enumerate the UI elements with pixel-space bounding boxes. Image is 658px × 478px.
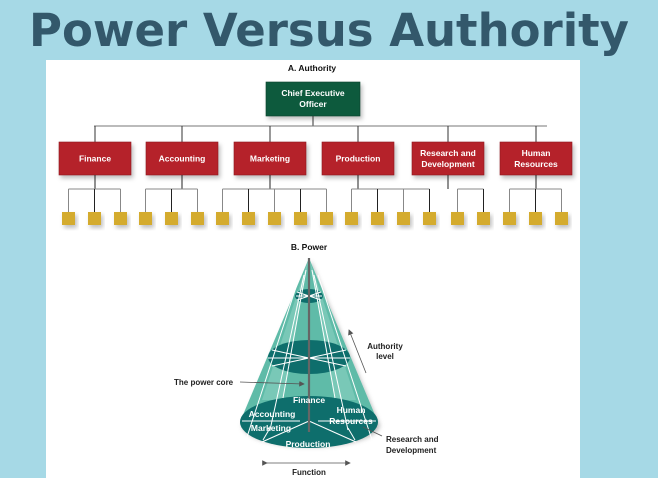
authority-level-arrow bbox=[348, 329, 367, 374]
subordinate-connectors bbox=[509, 175, 562, 212]
employee-square bbox=[345, 212, 358, 225]
cone-label-hr-line1: Human bbox=[337, 405, 366, 415]
employee-square bbox=[88, 212, 101, 225]
department-label-line1: Human bbox=[522, 148, 551, 158]
employee-square bbox=[268, 212, 281, 225]
employee-square bbox=[62, 212, 75, 225]
employee-square bbox=[294, 212, 307, 225]
cone-label-hr-line2: Resources bbox=[329, 416, 373, 426]
employee-square bbox=[477, 212, 490, 225]
employee-square bbox=[242, 212, 255, 225]
ceo-label-line2: Officer bbox=[299, 99, 327, 109]
subordinate-connectors bbox=[68, 175, 121, 212]
slide-title: Power Versus Authority bbox=[29, 4, 629, 57]
subordinate-connectors bbox=[351, 175, 430, 212]
employee-square bbox=[320, 212, 333, 225]
subordinate-connectors bbox=[447, 175, 484, 212]
employee-square bbox=[139, 212, 152, 225]
authority-level-label-line1: Authority bbox=[367, 342, 403, 351]
employee-square bbox=[191, 212, 204, 225]
employee-square bbox=[529, 212, 542, 225]
employee-square bbox=[114, 212, 127, 225]
department-box: Finance bbox=[58, 141, 132, 176]
department-box: Accounting bbox=[145, 141, 219, 176]
employee-square bbox=[371, 212, 384, 225]
department-label-line2: Development bbox=[421, 159, 475, 169]
department-label-line1: Research and bbox=[420, 148, 476, 158]
cone-label-production: Production bbox=[286, 439, 331, 449]
ceo-connectors bbox=[94, 116, 547, 142]
rnd-pointer-line bbox=[362, 426, 383, 437]
power-core-arrow bbox=[239, 381, 305, 387]
cone-label-accounting: Accounting bbox=[249, 409, 296, 419]
power-heading: B. Power bbox=[291, 242, 328, 252]
employee-square bbox=[216, 212, 229, 225]
subordinates bbox=[62, 175, 568, 225]
department-label-line1: Marketing bbox=[250, 154, 290, 164]
function-axis-label: Function bbox=[292, 468, 326, 477]
department-label-line1: Accounting bbox=[159, 154, 206, 164]
department-box: Marketing bbox=[233, 141, 307, 176]
employee-square bbox=[397, 212, 410, 225]
ceo-box: Chief Executive Officer bbox=[265, 81, 361, 117]
cone-label-finance: Finance bbox=[293, 395, 325, 405]
power-core-label: The power core bbox=[174, 378, 234, 387]
department-label-line1: Finance bbox=[79, 154, 111, 164]
employee-square bbox=[451, 212, 464, 225]
authority-heading: A. Authority bbox=[288, 63, 337, 73]
ceo-label-line1: Chief Executive bbox=[281, 88, 345, 98]
power-cone bbox=[240, 258, 378, 448]
subordinate-connectors bbox=[145, 175, 198, 212]
rnd-label-line1: Research and bbox=[386, 435, 439, 444]
departments: Finance Accounting Marketing Production Rese… bbox=[58, 141, 573, 176]
cone-label-marketing: Marketing bbox=[251, 423, 291, 433]
employee-square bbox=[165, 212, 178, 225]
authority-level-label-line2: level bbox=[376, 352, 394, 361]
subordinate-connectors bbox=[222, 175, 327, 212]
department-box: Production bbox=[321, 141, 395, 176]
department-label-line2: Resources bbox=[514, 159, 558, 169]
rnd-label-line2: Development bbox=[386, 446, 437, 455]
department-label-line1: Production bbox=[336, 154, 381, 164]
employee-square bbox=[503, 212, 516, 225]
employee-square bbox=[423, 212, 436, 225]
employee-square bbox=[555, 212, 568, 225]
